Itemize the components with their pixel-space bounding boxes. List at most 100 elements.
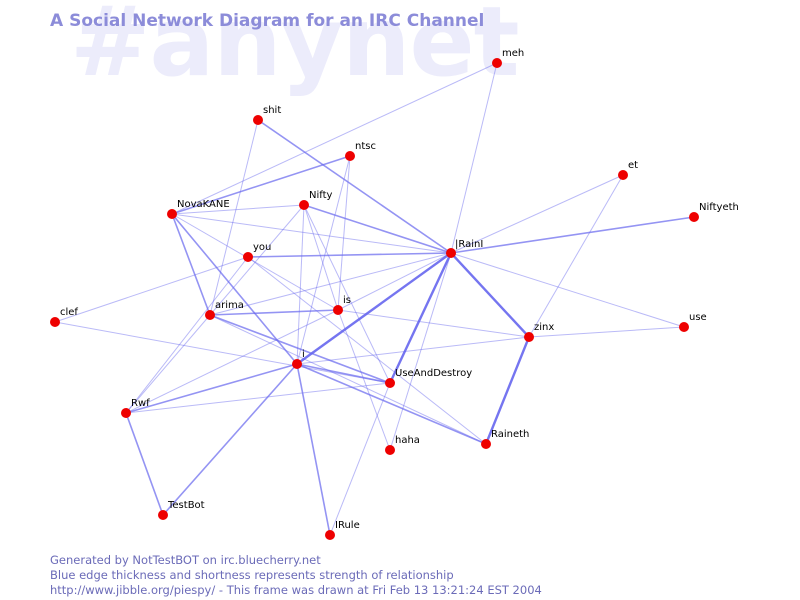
node-label: use: [689, 312, 707, 323]
diagram-title: A Social Network Diagram for an IRC Chan…: [50, 11, 485, 31]
edge-IRainI-use: [450, 252, 685, 328]
edge-Niftyeth-IRainI: [450, 216, 695, 254]
edge-is-zinx: [337, 309, 530, 338]
node-shit: shit: [253, 105, 281, 125]
node-label: you: [253, 242, 271, 253]
footer-url-timestamp: http://www.jibble.org/piespy/ - This fra…: [50, 583, 542, 597]
edge-shit-arima: [209, 119, 259, 316]
node-IRule: IRule: [325, 520, 360, 540]
node-dot: [446, 248, 456, 258]
edge-clef-UseAndDestroy: [54, 321, 391, 384]
edge-IRainI-is: [337, 252, 452, 311]
node-clef: clef: [50, 307, 78, 327]
node-label: arima: [215, 300, 244, 311]
node-Raineth: Raineth: [481, 429, 529, 449]
edge-Nifty-i: [296, 204, 305, 365]
node-label: UseAndDestroy: [395, 368, 472, 379]
edge-IRainI-i: [296, 252, 452, 365]
edge-IRainI-arima: [209, 252, 452, 316]
node-dot: [292, 359, 302, 369]
node-label: TestBot: [167, 500, 205, 511]
edge-ntsc-is: [337, 155, 351, 311]
edge-is-Rwf: [125, 309, 339, 414]
node-label: is: [343, 295, 351, 306]
node-dot: [325, 530, 335, 540]
node-label: Raineth: [491, 429, 529, 440]
node-dot: [618, 170, 628, 180]
edge-arima-Rwf: [125, 314, 211, 414]
node-label: shit: [263, 105, 281, 116]
footer-generated-by: Generated by NotTestBOT on irc.bluecherr…: [50, 553, 321, 567]
footer-legend-note: Blue edge thickness and shortness repres…: [50, 568, 454, 582]
edge-meh-IRainI: [450, 62, 498, 254]
node-label: et: [628, 160, 638, 171]
node-dot: [492, 58, 502, 68]
node-you: you: [243, 242, 271, 262]
edge-Nifty-arima: [209, 204, 305, 316]
edge-et-zinx: [528, 174, 624, 338]
edge-UseAndDestroy-Rwf: [125, 382, 391, 414]
edge-you-clef: [54, 256, 249, 323]
edge-layer: [54, 62, 695, 536]
edge-IRainI-UseAndDestroy: [388, 252, 453, 384]
node-label: Niftyeth: [699, 202, 739, 213]
node-label: |RainI: [455, 239, 483, 250]
node-meh: meh: [492, 48, 524, 68]
edge-UseAndDestroy-IRule: [329, 382, 391, 536]
node-label: ntsc: [355, 141, 376, 152]
edge-arima-Raineth: [209, 314, 487, 445]
node-use: use: [679, 312, 707, 332]
node-label: haha: [395, 435, 420, 446]
edge-i-UseAndDestroy: [296, 363, 391, 384]
node-label: Rwf: [131, 398, 150, 409]
edge-you-Raineth: [247, 256, 487, 445]
edge-you-IRainI: [247, 252, 452, 258]
edge-ntsc-i: [296, 155, 351, 365]
node-et: et: [618, 160, 638, 180]
edge-Nifty-is: [303, 204, 339, 311]
edge-ntsc-NovaKANE: [171, 155, 351, 215]
node-IRainI: |RainI: [446, 239, 483, 258]
channel-watermark: #anynet: [70, 0, 519, 98]
node-label: NovaKANE: [177, 199, 230, 210]
node-dot: [345, 151, 355, 161]
node-dot: [385, 445, 395, 455]
edge-you-Rwf: [125, 256, 249, 414]
edge-NovaKANE-arima: [171, 213, 211, 316]
edge-Nifty-IRainI: [303, 204, 452, 254]
node-dot: [299, 200, 309, 210]
node-haha: haha: [385, 435, 420, 455]
edge-NovaKANE-IRainI: [171, 213, 452, 254]
node-label: i: [302, 349, 305, 360]
node-dot: [679, 322, 689, 332]
node-ntsc: ntsc: [345, 141, 376, 161]
node-dot: [205, 310, 215, 320]
node-label: zinx: [534, 322, 554, 333]
node-label: IRule: [335, 520, 360, 531]
edge-zinx-i: [296, 336, 530, 365]
edge-IRainI-zinx: [450, 252, 530, 338]
edge-IRainI-haha: [389, 252, 452, 451]
node-Rwf: Rwf: [121, 398, 150, 418]
edge-Nifty-UseAndDestroy: [303, 204, 391, 384]
edge-i-Rwf: [125, 363, 298, 414]
node-label: Nifty: [309, 190, 333, 201]
edge-i-IRule: [296, 363, 331, 536]
node-dot: [253, 115, 263, 125]
node-is: is: [333, 295, 351, 315]
edge-NovaKANE-i: [171, 213, 298, 365]
edge-Rwf-TestBot: [125, 412, 164, 516]
edge-zinx-Raineth: [484, 336, 531, 445]
node-Niftyeth: Niftyeth: [689, 202, 739, 222]
node-dot: [121, 408, 131, 418]
node-dot: [167, 209, 177, 219]
node-NovaKANE: NovaKANE: [167, 199, 230, 219]
node-dot: [481, 439, 491, 449]
node-UseAndDestroy: UseAndDestroy: [385, 368, 472, 388]
footer: Generated by NotTestBOT on irc.bluecherr…: [50, 553, 542, 598]
node-Nifty: Nifty: [299, 190, 333, 210]
node-dot: [524, 332, 534, 342]
edge-i-TestBot: [162, 363, 298, 516]
